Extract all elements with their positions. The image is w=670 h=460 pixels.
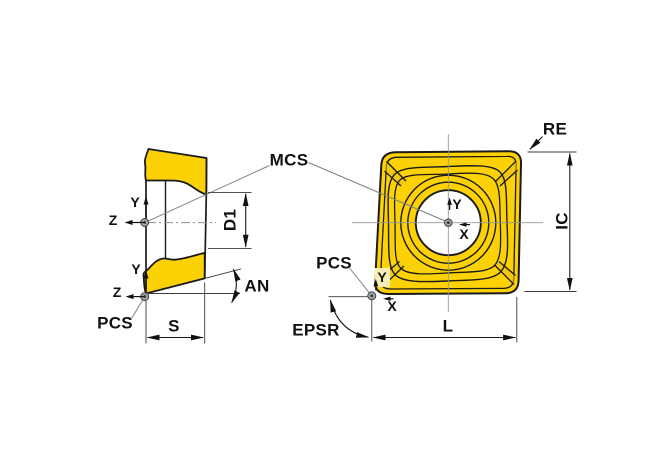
z-axis-label-pcs: Z [112, 284, 122, 300]
z-axis-arrow-pcs-side [125, 294, 144, 300]
pcs-origin-top [367, 291, 377, 301]
section-upper-body [143, 148, 208, 196]
s-label: S [168, 316, 180, 336]
y-axis-arrow-center [447, 197, 452, 210]
pcs-leader-side [131, 298, 145, 319]
re-leader [529, 136, 543, 150]
y-axis-label-mcs: Y [130, 194, 140, 210]
extension-lines [145, 151, 577, 344]
y-axis-arrow-mcs-side [143, 196, 149, 217]
x-axis-label-corner: X [387, 298, 397, 314]
ic-label: IC [552, 212, 572, 230]
axis-arrows [124, 196, 470, 301]
y-axis-arrow-corner [373, 279, 379, 291]
re-label: RE [542, 119, 568, 139]
epsr-label: EPSR [292, 320, 340, 340]
mcs-leader-right [308, 162, 448, 223]
corner-label-patch [374, 268, 390, 287]
dimension-lines [146, 152, 573, 341]
x-axis-label-center: X [459, 226, 469, 242]
pcs-leader-top [349, 267, 371, 295]
an-label: AN [244, 276, 270, 296]
x-axis-arrow-corner [383, 296, 394, 301]
y-axis-label-corner: Y [377, 269, 387, 285]
l-label: L [442, 316, 454, 336]
leader-lines [131, 162, 448, 319]
side-section-view [142, 148, 216, 295]
chipbreaker-ring-inner [393, 172, 502, 275]
z-axis-arrow-mcs-side [124, 220, 144, 225]
an-angle-arc [231, 268, 241, 304]
pcs-label-side: PCS [97, 313, 133, 333]
y-axis-label-center: Y [452, 196, 462, 212]
mcs-label: MCS [269, 150, 309, 170]
section-lower-body [142, 252, 206, 295]
y-axis-label-pcs-side: Y [131, 261, 141, 277]
mcs-origin-top [444, 218, 453, 227]
z-axis-label-mcs: Z [108, 212, 118, 228]
chipbreaker-ring-outer [387, 164, 509, 283]
d1-label: D1 [220, 208, 240, 232]
x-axis-arrow-center [459, 222, 470, 227]
y-axis-arrow-pcs-side [143, 270, 149, 291]
origin-markers [140, 218, 453, 302]
pcs-label-top: PCS [316, 253, 352, 273]
epsr-angle-arc [329, 299, 370, 338]
mcs-leader-left [146, 165, 270, 223]
